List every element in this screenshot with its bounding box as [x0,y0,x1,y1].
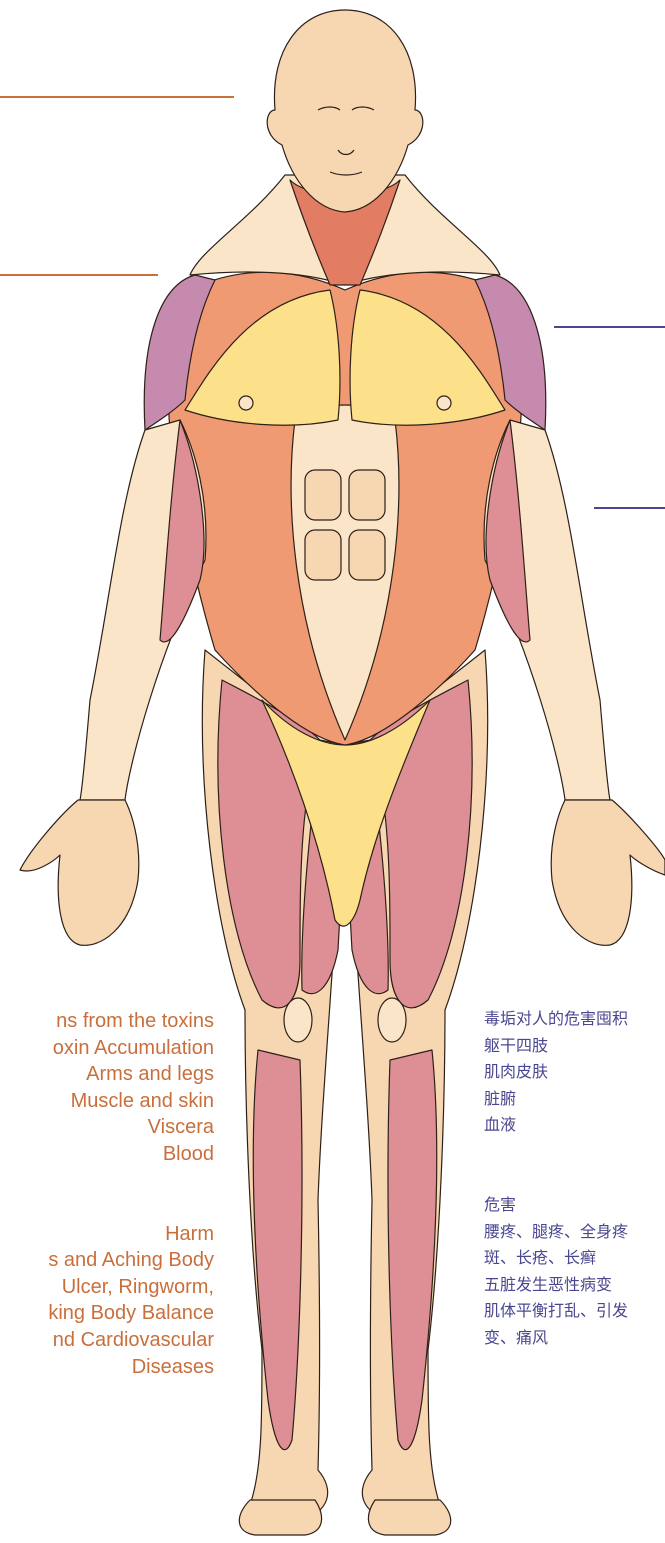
english-harm-line-2: Ulcer, Ringworm, [0,1274,214,1301]
chinese-harm-line-3: 五脏发生恶性病变 [484,1272,665,1299]
chinese-area-2: 肌肉皮肤 [484,1059,665,1086]
english-area-4: Blood [0,1141,214,1168]
chinese-harm-line-2: 斑、长疮、长癣 [484,1245,665,1272]
english-area-1: Arms and legs [0,1061,214,1088]
english-area-2: Muscle and skin [0,1088,214,1115]
chinese-area-3: 脏腑 [484,1086,665,1113]
english-title: ns from the toxins [0,1008,214,1035]
chinese-text-block: 毒垢对人的危害囤积 躯干四肢 肌肉皮肤 脏腑 血液 危害 腰疼、腿疼、全身疼 斑… [484,1006,665,1352]
english-text-block: ns from the toxins oxin Accumulation Arm… [0,1008,214,1380]
english-area-3: Viscera [0,1114,214,1141]
chinese-title: 毒垢对人的危害囤积 [484,1006,665,1033]
chinese-area-1: 躯干四肢 [484,1033,665,1060]
english-subtitle: oxin Accumulation [0,1035,214,1062]
english-harm-line-5: Diseases [0,1354,214,1381]
chinese-area-4: 血液 [484,1112,665,1139]
english-harm-heading: Harm [0,1221,214,1248]
english-harm-line-3: king Body Balance [0,1300,214,1327]
chinese-harm-heading: 危害 [484,1192,665,1219]
chinese-harm-line-4: 肌体平衡打乱、引发 [484,1298,665,1325]
english-harm-line-1: s and Aching Body [0,1247,214,1274]
chinese-harm-line-1: 腰疼、腿疼、全身疼 [484,1219,665,1246]
chinese-harm-line-5: 变、痛风 [484,1325,665,1352]
english-harm-line-4: nd Cardiovascular [0,1327,214,1354]
